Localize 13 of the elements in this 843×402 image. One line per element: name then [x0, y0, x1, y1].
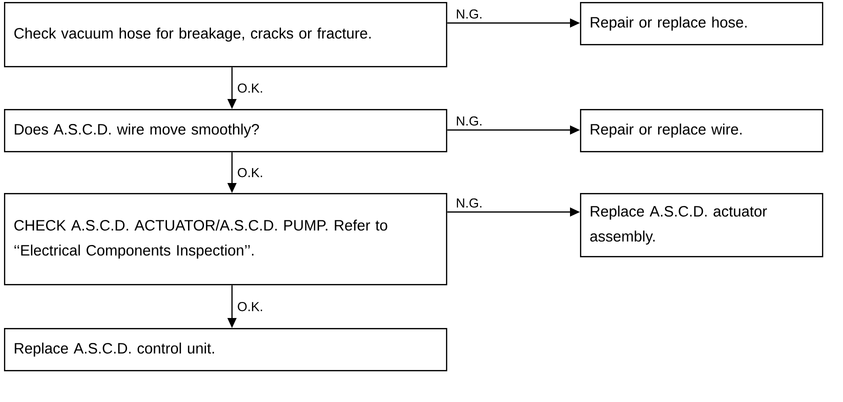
- edge-label: N.G.: [454, 8, 484, 20]
- edge-label: O.K.: [236, 82, 264, 94]
- process-box: Replace A.S.C.D. control unit.: [4, 328, 448, 372]
- process-box: Does A.S.C.D. wire move smoothly?: [4, 109, 448, 152]
- process-box: Replace A.S.C.D. actuator assembly.: [580, 193, 824, 258]
- process-box: Repair or replace hose.: [580, 2, 824, 46]
- edge-label: O.K.: [236, 167, 264, 178]
- process-box: Check vacuum hose for breakage, cracks or fracture.: [4, 2, 448, 68]
- edge-label: N.G.: [454, 115, 484, 127]
- process-box: Repair or replace wire.: [580, 109, 824, 152]
- edge-label: O.K.: [236, 301, 264, 312]
- edge-label: N.G.: [454, 197, 484, 209]
- process-box: CHECK A.S.C.D. ACTUATOR/A.S.C.D. PUMP. Refer to ‘‘Electrical Components Inspection’’.: [4, 193, 448, 286]
